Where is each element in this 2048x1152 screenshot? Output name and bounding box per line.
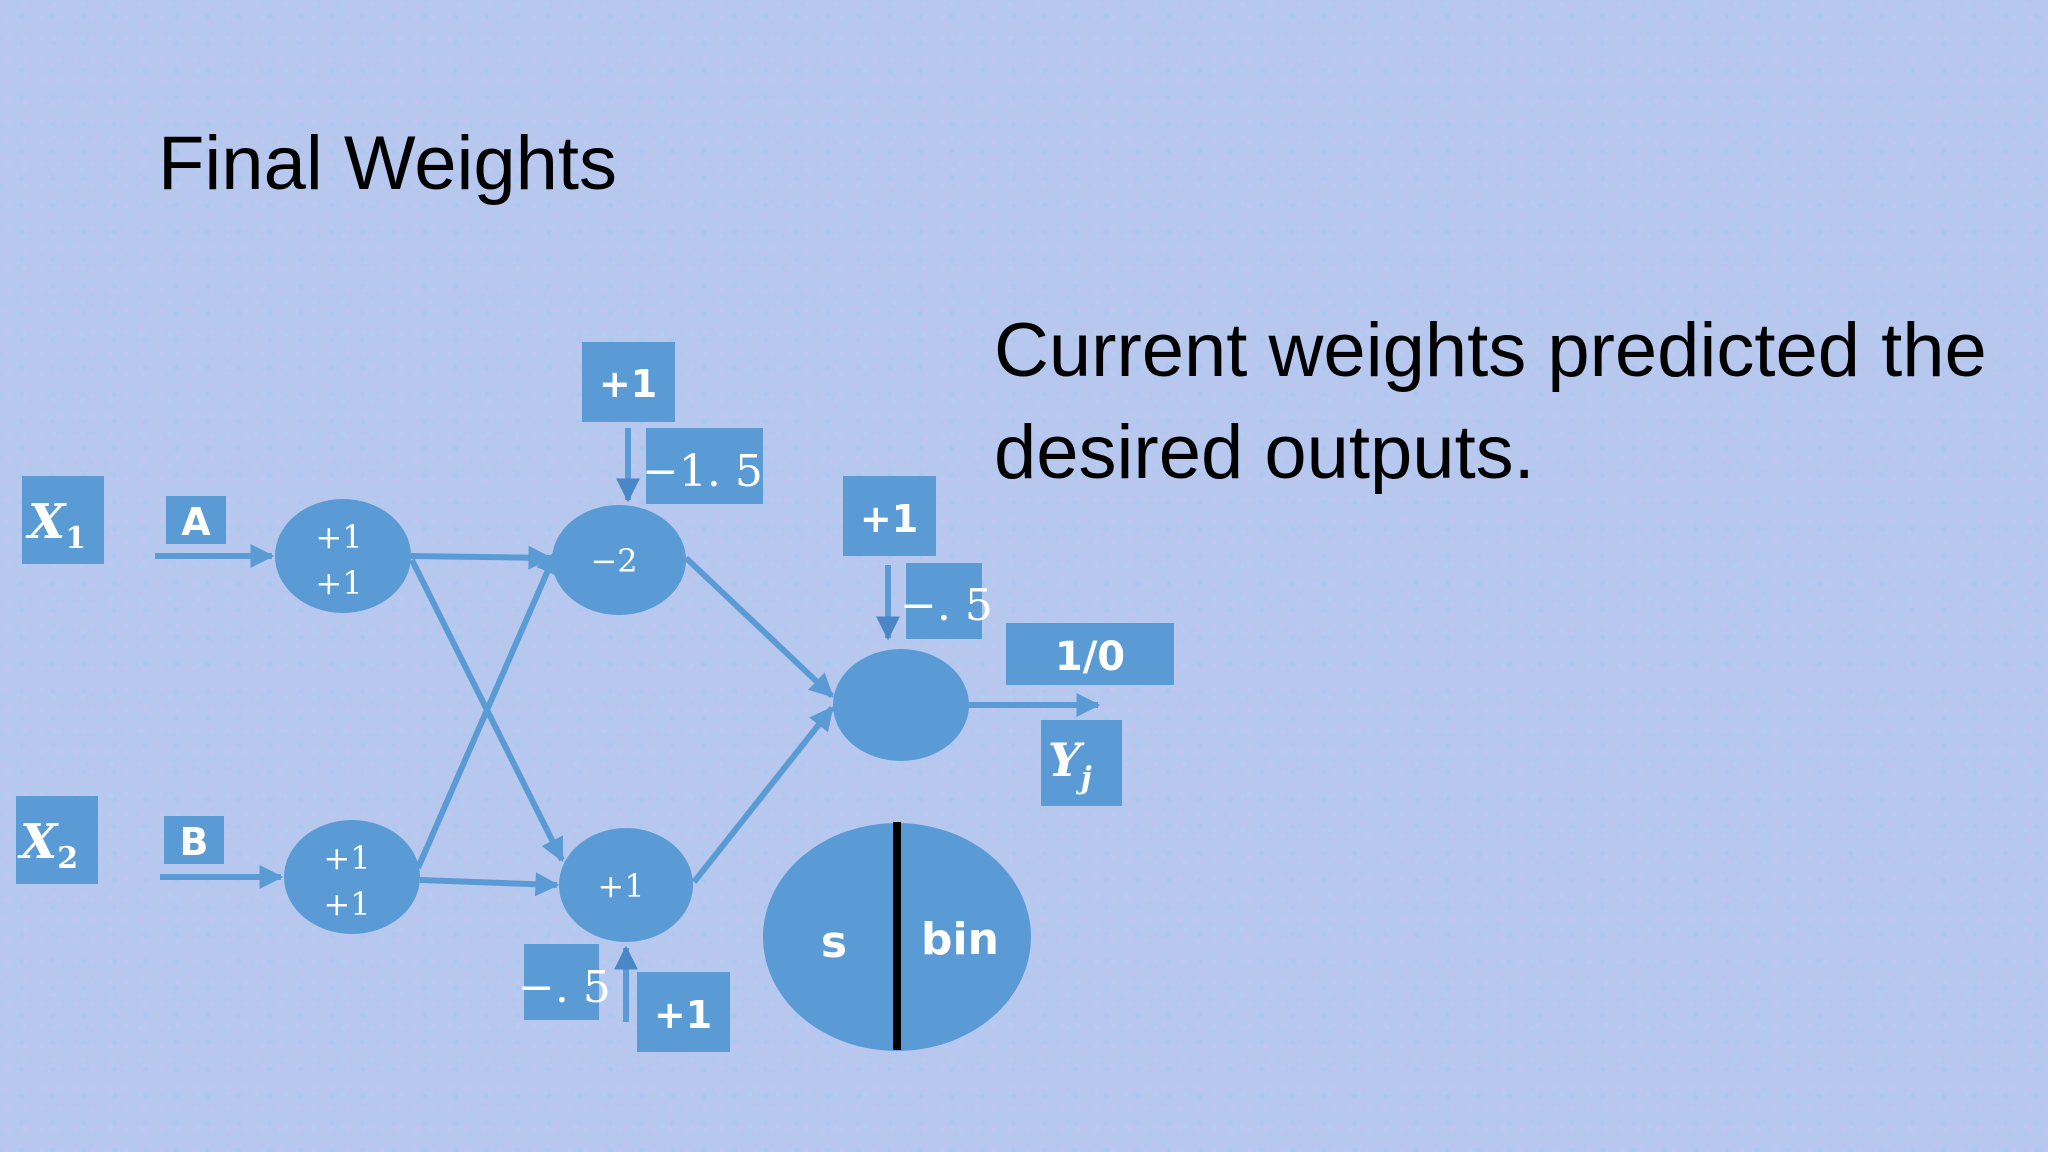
bottom-bias-weight-box: −. 5 [518, 944, 611, 1020]
slide-note: Current weights predicted the desired ou… [994, 308, 1987, 495]
edge-bottom-output [691, 706, 835, 884]
output-value-box: 1/0 [1006, 623, 1174, 685]
output-node [833, 649, 969, 761]
input-b-label: B [180, 820, 209, 864]
hidden-node-b: +1 +1 [284, 820, 420, 934]
x2-var: X [17, 814, 59, 870]
hidden-b-weight-1: +1 [323, 839, 370, 877]
x2-sub: 2 [57, 841, 78, 876]
output-value: 1/0 [1055, 634, 1125, 680]
input-a-box: A [166, 496, 226, 544]
top-bias-input-box: +1 [582, 342, 675, 422]
top-node-value: −2 [590, 542, 637, 580]
top-node: −2 [552, 505, 686, 615]
bottom-bias-input-box: +1 [637, 972, 730, 1052]
bottom-node-value: +1 [597, 867, 644, 905]
edge-hb-bottom [419, 872, 560, 897]
x1-sub: 1 [65, 521, 86, 556]
bottom-bias-weight: −. 5 [518, 962, 611, 1013]
svg-text:X1: X1 [25, 494, 86, 556]
hidden-b-weight-2: +1 [323, 885, 370, 923]
top-bias-weight: −1. 5 [642, 446, 763, 497]
hidden-node-a: +1 +1 [275, 499, 411, 613]
edge-top-output [683, 555, 835, 699]
output-bias-weight-box: −. 5 [900, 563, 993, 639]
top-bias-weight-box: −1. 5 [642, 428, 763, 504]
output-bias-input-box: +1 [843, 476, 936, 556]
legend-right-label: bin [921, 914, 999, 965]
edge-ha-top [409, 545, 553, 570]
activation-legend: s bin [763, 822, 1031, 1051]
slide-title: Final Weights [158, 121, 618, 206]
input-b-box: B [164, 816, 224, 864]
output-bias-weight: −. 5 [900, 580, 993, 631]
output-var-box: Yj [1041, 720, 1122, 806]
x2-input-box: X2 [16, 796, 98, 884]
hidden-a-weight-2: +1 [315, 564, 362, 602]
input-a-label: A [181, 500, 211, 544]
svg-text:X2: X2 [17, 814, 78, 876]
legend-left-label: s [821, 917, 847, 968]
x1-input-box: X1 [22, 476, 104, 564]
bottom-node: +1 [559, 828, 693, 942]
bottom-bias-input: +1 [654, 993, 712, 1037]
output-var: Y [1048, 733, 1085, 787]
top-bias-input: +1 [599, 362, 657, 406]
hidden-a-weight-1: +1 [315, 518, 362, 556]
output-bias-input: +1 [860, 497, 918, 541]
x1-var: X [25, 494, 67, 550]
edge-hb-top [415, 549, 559, 870]
